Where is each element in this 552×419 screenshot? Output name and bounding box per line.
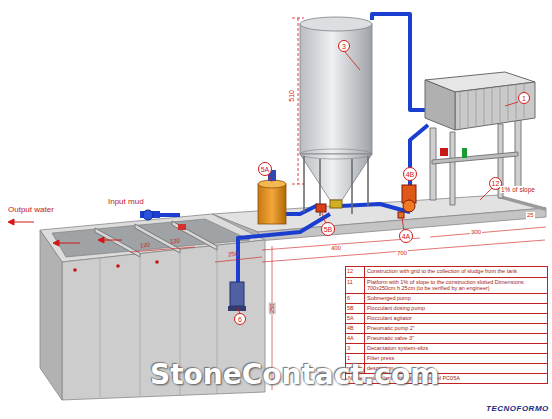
dimension-label: 120 [140, 241, 151, 249]
press-plate [476, 90, 477, 126]
table-cell: 6 [346, 294, 365, 303]
note-label: 1% of slope [500, 186, 536, 193]
table-cell: 4A [346, 334, 365, 343]
table-cell: 12 [346, 267, 365, 277]
table-cell: Flocculant agitator [365, 314, 547, 323]
press-plate [500, 87, 501, 123]
table-cell: 4B [346, 324, 365, 333]
table-row: 12Construction with grid to the collecti… [346, 267, 547, 277]
table-row: 5AFlocculant agitator [346, 313, 547, 323]
table-row: 4BPneumatic pump 2" [346, 323, 547, 333]
callout-circle: 4A [399, 229, 413, 243]
press-plate [468, 91, 469, 128]
table-row: 4APneumatic valve 3" [346, 333, 547, 343]
table-cell: 5B [346, 304, 365, 313]
note-label: Output water [8, 206, 54, 215]
callout-number: 6 [238, 316, 242, 323]
table-row: 5BFlocculant dosing pump [346, 303, 547, 313]
press-plate [460, 92, 461, 129]
table-row: 11Platform with 1% of slope to the const… [346, 277, 547, 293]
dimension-label: 120 [170, 237, 181, 245]
table-cell: 5A [346, 314, 365, 323]
table-row: 6Submerged pump [346, 293, 547, 303]
callout-number: 5A [261, 166, 270, 173]
callout-circle: 5A [258, 162, 272, 176]
table-cell: Pneumatic valve 3" [365, 334, 547, 343]
table-cell: 3 [346, 344, 365, 353]
callout-circle: 6 [234, 313, 246, 325]
note-label: Input mud [108, 198, 144, 207]
dimension-label: 250 [269, 302, 276, 314]
dimension-label: 700 [396, 250, 408, 257]
callout-number: 1 [522, 95, 526, 102]
callout-circle: 5B [321, 222, 335, 236]
table-cell: 11 [346, 278, 365, 293]
table-cell: Flocculant dosing pump [365, 304, 547, 313]
callout-number: 5B [324, 226, 333, 233]
watermark: StoneContact.com [150, 360, 439, 391]
press-plate [484, 89, 485, 125]
dimension-label: 300 [470, 229, 482, 236]
callout-number: 4B [406, 171, 415, 178]
table-cell: Decantation system-silos [365, 344, 547, 353]
table-cell: Pneumatic pump 2" [365, 324, 547, 333]
press-plate [508, 85, 509, 120]
dimension-label: 250 [228, 250, 239, 258]
dimension-label: 510 [288, 89, 296, 103]
table-cell: Construction with grid to the collection… [365, 267, 547, 277]
callout-circle: 1 [518, 92, 530, 104]
dimension-label: 25 [526, 212, 535, 219]
callout-number: 4A [402, 233, 411, 240]
press-plate [492, 88, 493, 124]
table-row: 3Decantation system-silos [346, 343, 547, 353]
callout-number: 3 [342, 43, 346, 50]
callout-number: 12 [492, 180, 500, 187]
callout-circle: 4B [403, 167, 417, 181]
dimension-label: 400 [330, 245, 342, 252]
table-cell: Platform with 1% of slope to the constru… [365, 278, 547, 293]
table-cell: Submerged pump [365, 294, 547, 303]
brand-logo: TECNOFORMO [486, 405, 549, 414]
callout-circle: 3 [338, 40, 350, 52]
press-plate [516, 84, 517, 119]
